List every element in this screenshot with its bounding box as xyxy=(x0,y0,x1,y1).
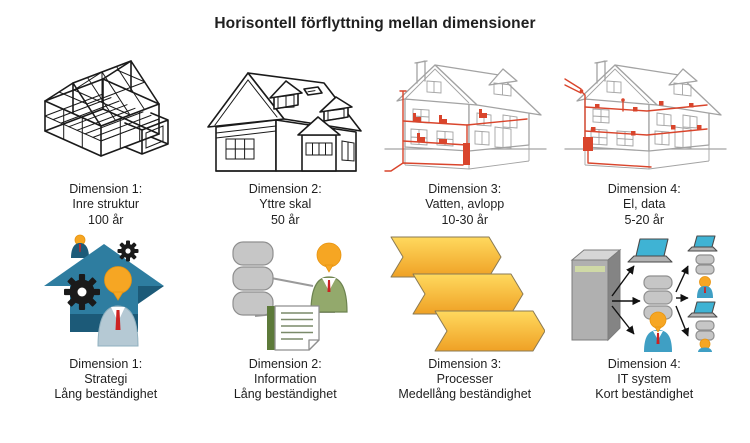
caption-line: Dimension 1: xyxy=(69,182,143,196)
house-plumbing-illustration xyxy=(382,41,547,177)
page-title: Horisontell förflyttning mellan dimensio… xyxy=(214,15,536,32)
person-icon xyxy=(644,311,673,352)
caption-line: Lång beständighet xyxy=(54,387,158,402)
laptop-icon xyxy=(687,301,718,318)
person-icon xyxy=(97,265,139,347)
caption-dim3-bottom: Dimension 3: Processer Medellång beständ… xyxy=(398,357,531,403)
caption-line: Dimension 4: xyxy=(607,182,681,196)
person-icon xyxy=(697,275,714,298)
caption-dim2-top: Dimension 2: Yttre skal 50 år xyxy=(249,182,322,228)
top-row: Dimension 1: Inre struktur 100 år xyxy=(0,41,750,228)
panel-dim3-processes: Dimension 3: Processer Medellång beständ… xyxy=(375,228,555,403)
caption-dim2-bottom: Dimension 2: Information Lång beständigh… xyxy=(234,357,337,403)
strategy-illustration xyxy=(26,234,186,352)
database-icon xyxy=(695,254,715,275)
server-icon xyxy=(570,248,622,341)
house-plumbing-icon xyxy=(384,60,547,172)
strategy-arrow-gears-icon xyxy=(43,234,164,347)
caption-line: 10-30 år xyxy=(441,212,489,227)
information-flow-icon xyxy=(232,241,348,351)
caption-line: Dimension 4: xyxy=(607,356,681,371)
caption-line: Dimension 2: xyxy=(248,182,322,196)
caption-line: Processer xyxy=(436,372,493,386)
timber-frame-house-illustration xyxy=(23,41,188,177)
caption-dim1-bottom: Dimension 1: Strategi Lång beständighet xyxy=(54,357,157,403)
caption-line: Dimension 1: xyxy=(69,356,143,371)
database-icon xyxy=(232,241,274,316)
house-exterior-illustration xyxy=(203,41,368,177)
house-electrical-illustration xyxy=(562,41,727,177)
caption-line: 50 år xyxy=(270,212,300,227)
caption-dim4-top: Dimension 4: El, data 5-20 år xyxy=(608,182,681,228)
gear-icon xyxy=(63,273,100,310)
panel-dim4-itsystem: Dimension 4: IT system Kort beständighet xyxy=(555,228,735,403)
laptop-icon xyxy=(627,238,673,263)
process-illustration xyxy=(385,234,545,352)
caption-line: Dimension 3: xyxy=(428,182,502,196)
timber-frame-house-icon xyxy=(44,60,170,157)
caption-line: Kort beständighet xyxy=(595,387,694,402)
person-icon xyxy=(698,338,713,352)
caption-line: El, data xyxy=(623,197,666,212)
panel-dim2-information: Dimension 2: Information Lång beständigh… xyxy=(196,228,376,403)
document-icon xyxy=(267,305,320,351)
caption-line: Lång beständighet xyxy=(233,387,337,402)
it-system-network-icon xyxy=(570,235,718,352)
process-band-icon xyxy=(412,273,524,315)
caption-line: Medellång beständighet xyxy=(398,387,532,402)
house-exterior-icon xyxy=(206,72,362,172)
database-icon xyxy=(695,320,715,341)
caption-line: Information xyxy=(253,372,317,386)
caption-line: Dimension 2: xyxy=(248,356,322,371)
caption-line: Vatten, avlopp xyxy=(425,197,505,212)
house-electrical-icon xyxy=(564,60,727,170)
person-icon xyxy=(310,242,348,313)
caption-line: Strategi xyxy=(84,372,128,386)
caption-line: Inre struktur xyxy=(72,197,140,212)
gear-icon xyxy=(117,240,139,262)
caption-dim1-top: Dimension 1: Inre struktur 100 år xyxy=(69,182,142,228)
caption-dim3-top: Dimension 3: Vatten, avlopp 10-30 år xyxy=(425,182,504,228)
laptop-icon xyxy=(687,235,718,252)
caption-line: 100 år xyxy=(88,212,124,227)
caption-line: Dimension 3: xyxy=(428,356,502,371)
it-system-illustration xyxy=(564,234,724,352)
panel-dim4-electric: Dimension 4: El, data 5-20 år xyxy=(555,41,735,228)
information-illustration xyxy=(205,234,365,352)
panel-dim1-strategy: Dimension 1: Strategi Lång beständighet xyxy=(16,228,196,403)
panel-dim3-water: Dimension 3: Vatten, avlopp 10-30 år xyxy=(375,41,555,228)
caption-dim4-bottom: Dimension 4: IT system Kort beständighet xyxy=(595,357,693,403)
process-band-icon xyxy=(390,236,502,278)
caption-line: Yttre skal xyxy=(259,197,312,212)
process-band-icon xyxy=(434,310,545,352)
panel-dim2-shell: Dimension 2: Yttre skal 50 år xyxy=(196,41,376,228)
panel-dim1-structure: Dimension 1: Inre struktur 100 år xyxy=(16,41,196,228)
caption-line: 5-20 år xyxy=(624,212,665,227)
process-chevrons-icon xyxy=(390,236,545,352)
bottom-row: Dimension 1: Strategi Lång beständighet xyxy=(0,228,750,403)
caption-line: IT system xyxy=(617,372,672,386)
